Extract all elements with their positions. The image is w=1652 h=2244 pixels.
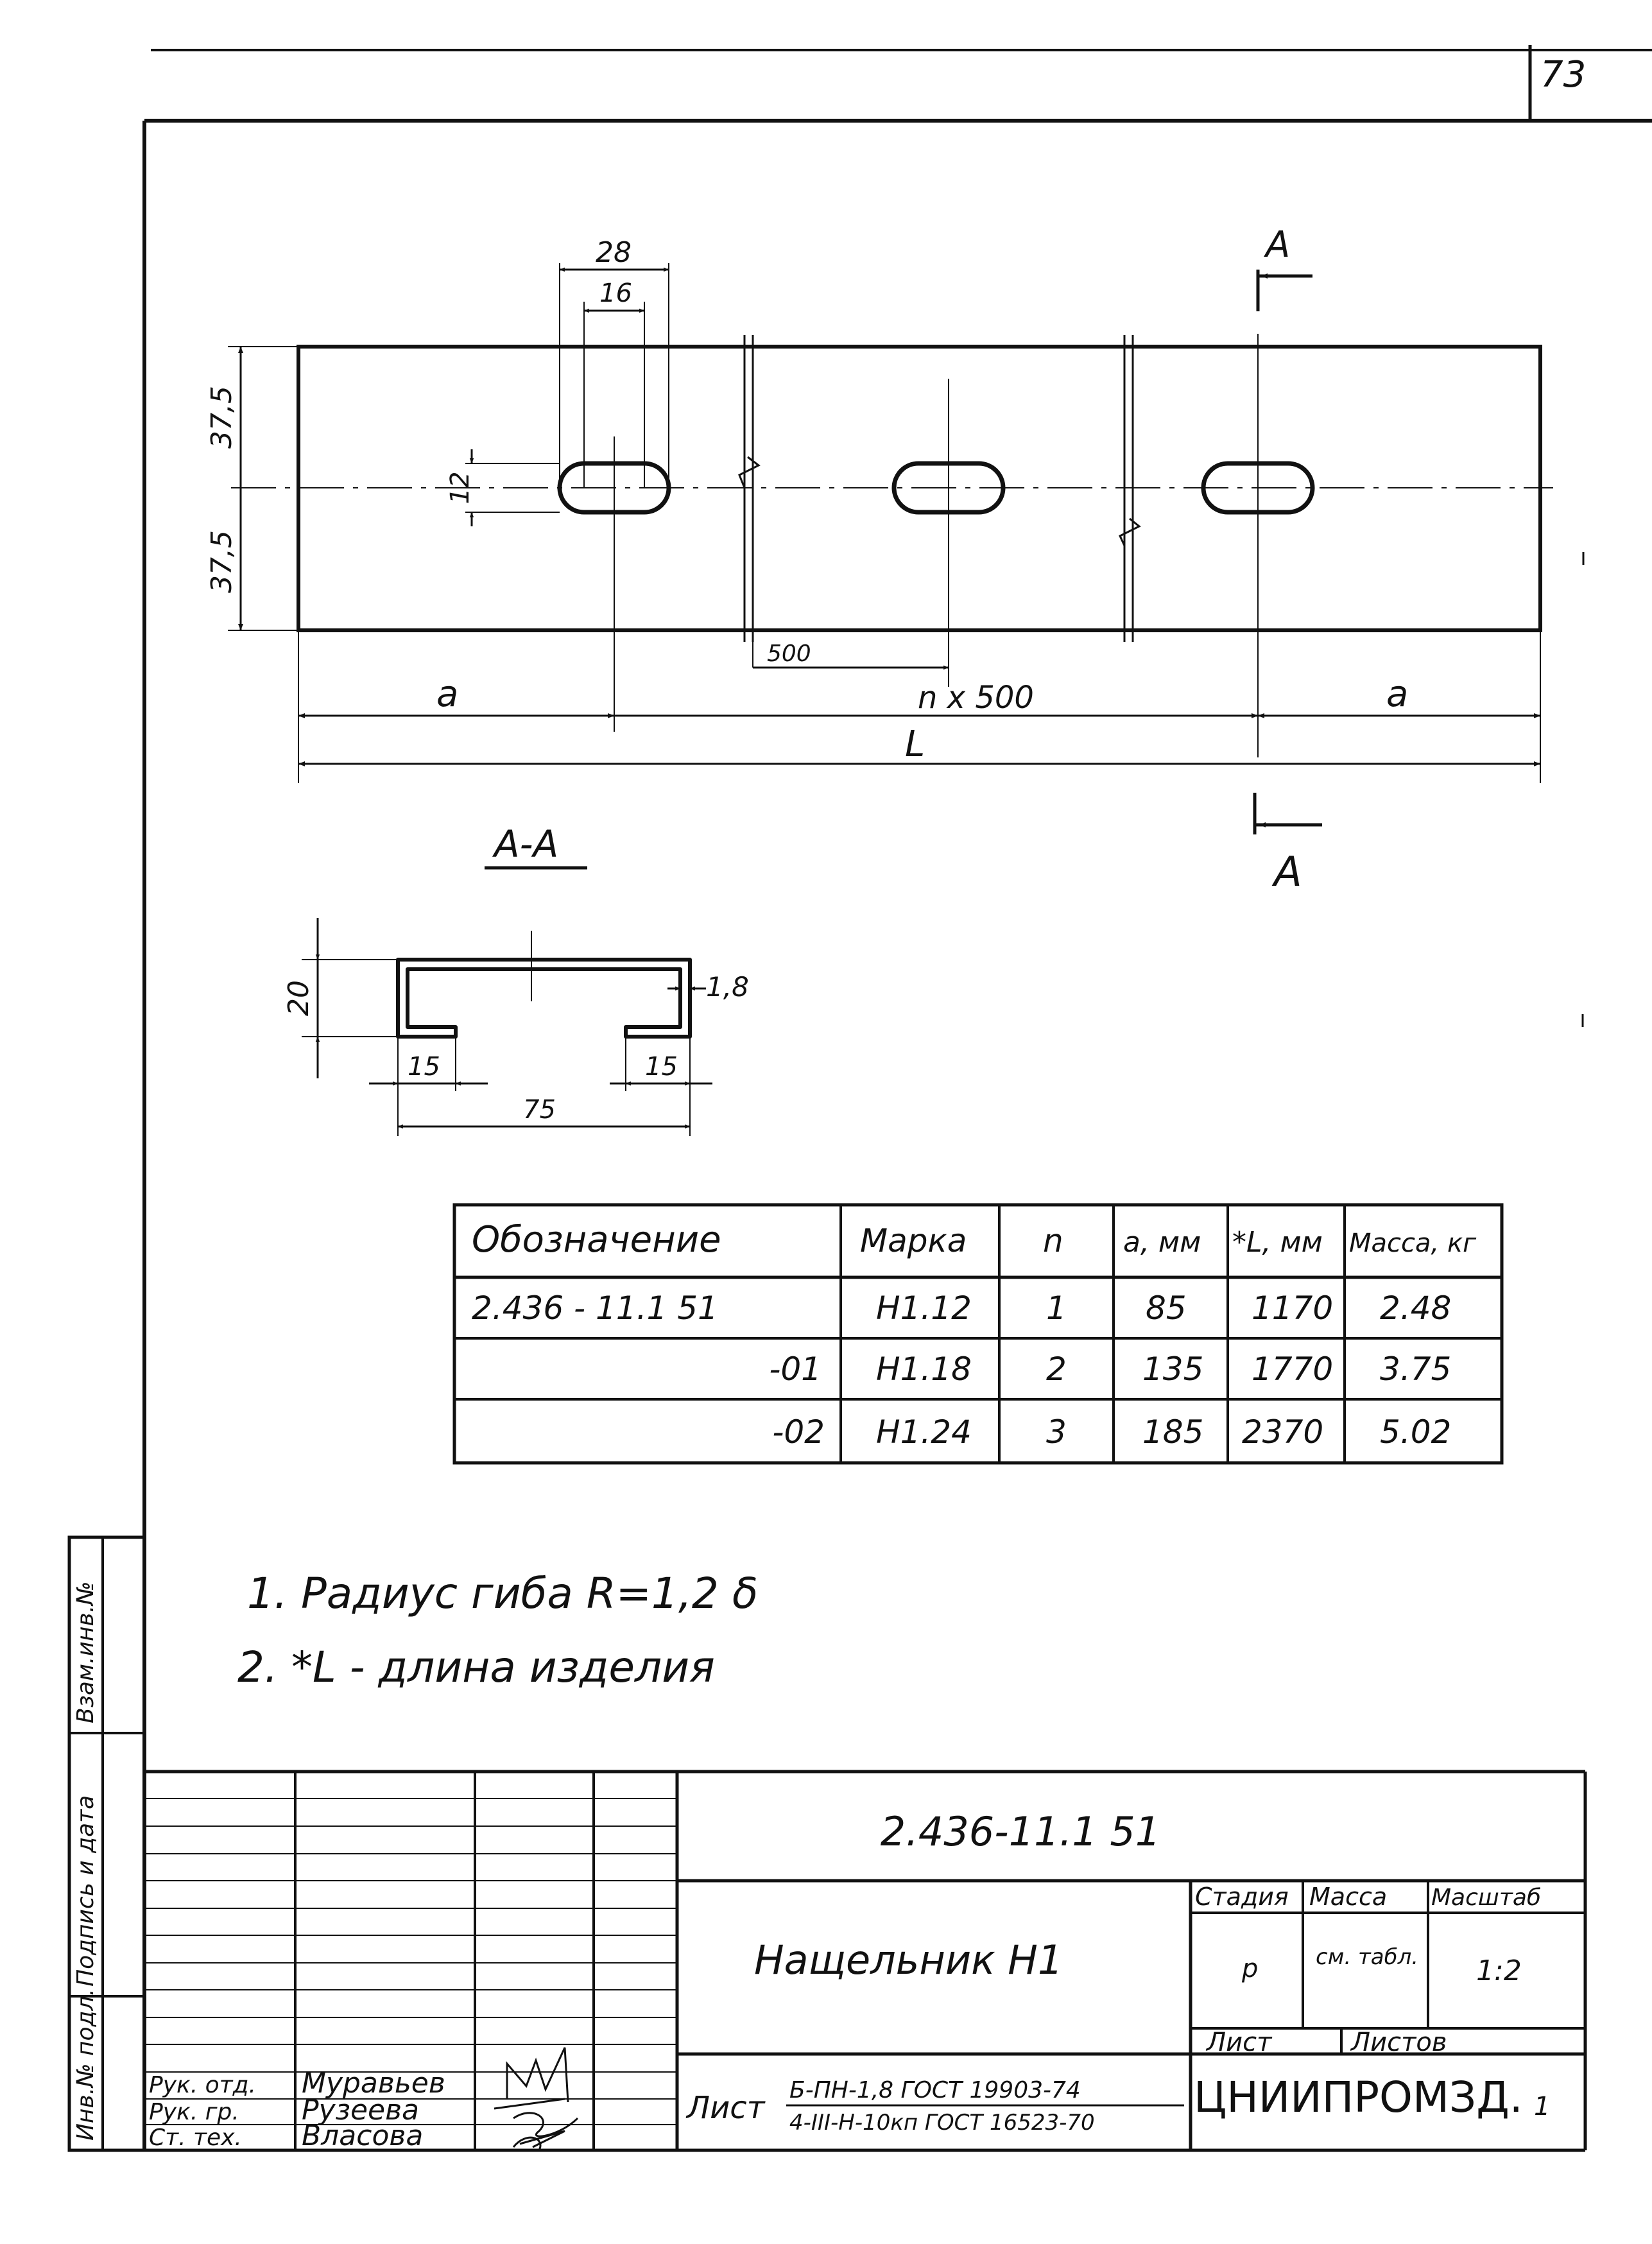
dim-thickness: 1,8 [706, 971, 749, 1003]
cell-n: 2 [1046, 1351, 1067, 1388]
signature [494, 2047, 569, 2110]
cell-a: 185 [1142, 1413, 1203, 1451]
table-row: -02 Н1.24 3 185 2370 5.02 [772, 1413, 1451, 1451]
role-dept-head: Рук. отд. [149, 2072, 256, 2098]
stage-label: Стадия [1195, 1883, 1289, 1911]
dim-28: 28 [596, 236, 632, 269]
dim-section-width: 75 [523, 1095, 556, 1125]
dim-flange-left: 15 [408, 1052, 440, 1082]
section-mark-top: A [1264, 224, 1290, 266]
dim-16: 16 [599, 279, 632, 308]
stamp-original-inv: Инв.№ подл. [73, 1989, 99, 2141]
cell-designation: -02 [772, 1413, 825, 1451]
cell-mass: 3.75 [1380, 1351, 1451, 1388]
cell-length: 1170 [1252, 1290, 1333, 1327]
spec-table: Обозначение Марка n a, мм *L, мм Масса, … [452, 1203, 1504, 1465]
scale-value: 1:2 [1476, 1955, 1522, 1987]
name-group-head: Рузеева [302, 2094, 419, 2127]
table-row: -01 Н1.18 2 135 1770 3.75 [769, 1351, 1451, 1388]
document-code: 2.436-11.1 51 [881, 1808, 1161, 1855]
document-title: Нащельник Н1 [754, 1937, 1063, 1983]
mass-label: Масса [1309, 1883, 1387, 1911]
table-row: 2.436 - 11.1 51 Н1.12 1 85 1170 2.48 [472, 1290, 1451, 1327]
sheet-label: Лист [1205, 2028, 1273, 2057]
header-length: *L, мм [1232, 1226, 1323, 1259]
cell-designation: -01 [769, 1351, 822, 1388]
dim-pitch: 500 [767, 641, 811, 667]
notes: 1. Радиус гиба R=1,2 δ 2. *L - длина изд… [237, 1569, 758, 1692]
dim-flange-right: 15 [645, 1052, 678, 1082]
cell-mass: 2.48 [1380, 1290, 1451, 1327]
dim-height-upper: 37,5 [205, 386, 238, 449]
section-view: A-A 20 1,8 15 15 75 [282, 822, 749, 1136]
cell-length: 1770 [1252, 1351, 1333, 1388]
section-title: A-A [492, 822, 558, 866]
cell-a: 135 [1142, 1351, 1203, 1388]
scale-label: Масштаб [1431, 1885, 1541, 1911]
dim-a-right: a [1386, 673, 1408, 715]
cell-n: 1 [1046, 1290, 1067, 1327]
plan-view: 28 16 12 37,5 37,5 500 a n x 500 a L [205, 224, 1553, 896]
header-n: n [1043, 1222, 1063, 1259]
cell-designation: 2.436 - 11.1 51 [472, 1290, 718, 1327]
cell-length: 2370 [1242, 1413, 1323, 1451]
name-dept-head: Муравьев [302, 2067, 445, 2100]
sheet-number: 73 [1540, 54, 1586, 96]
header-a: a, мм [1123, 1226, 1201, 1259]
header-mark: Марка [860, 1222, 967, 1259]
stamp-signature-date: Подпись и дата [73, 1795, 99, 1987]
note-1: 1. Радиус гиба R=1,2 δ [247, 1569, 758, 1618]
material-line-2: 4-III-Н-10кп ГОСТ 16523-70 [789, 2110, 1095, 2136]
sheets-label: Листов [1350, 2028, 1447, 2057]
material-prefix: Лист [685, 2090, 766, 2126]
dim-12: 12 [445, 472, 475, 505]
cell-n: 3 [1046, 1413, 1067, 1451]
header-mass: Масса, кг [1349, 1229, 1477, 1258]
mass-value: см. табл. [1316, 1944, 1418, 1970]
dim-a-left: a [436, 673, 458, 715]
signature [513, 2112, 579, 2145]
role-senior-tech: Ст. тех. [149, 2125, 242, 2151]
cell-mark: Н1.18 [876, 1351, 972, 1388]
cell-mark: Н1.12 [876, 1290, 972, 1327]
sheets-value: 1 [1534, 2092, 1550, 2121]
name-senior-tech: Власова [302, 2119, 423, 2152]
dim-total-length: L [905, 723, 925, 765]
stage-value: р [1241, 1954, 1258, 1983]
material-line-1: Б-ПН-1,8 ГОСТ 19903-74 [789, 2077, 1081, 2103]
section-mark-bottom: A [1271, 849, 1302, 896]
stamp-replacement-inv: Взам.инв.№ [73, 1581, 99, 1723]
cell-mass: 5.02 [1380, 1413, 1451, 1451]
organization: ЦНИИПРОМЗД. [1194, 2073, 1523, 2122]
dim-pitch-count: n x 500 [918, 680, 1034, 716]
dim-height-lower: 37,5 [205, 530, 238, 593]
cell-mark: Н1.24 [876, 1413, 972, 1451]
role-group-head: Рук. гр. [149, 2099, 239, 2125]
header-designation: Обозначение [472, 1219, 721, 1261]
side-stamp: Инв.№ подл. Подпись и дата Взам.инв.№ [67, 1535, 146, 2152]
dim-section-height: 20 [282, 980, 315, 1016]
cell-a: 85 [1146, 1290, 1187, 1327]
note-2: 2. *L - длина изделия [237, 1643, 715, 1692]
title-block: 2.436-11.1 51 Нащельник Н1 Стадия Масса … [144, 1770, 1587, 2152]
signature [512, 2130, 565, 2151]
